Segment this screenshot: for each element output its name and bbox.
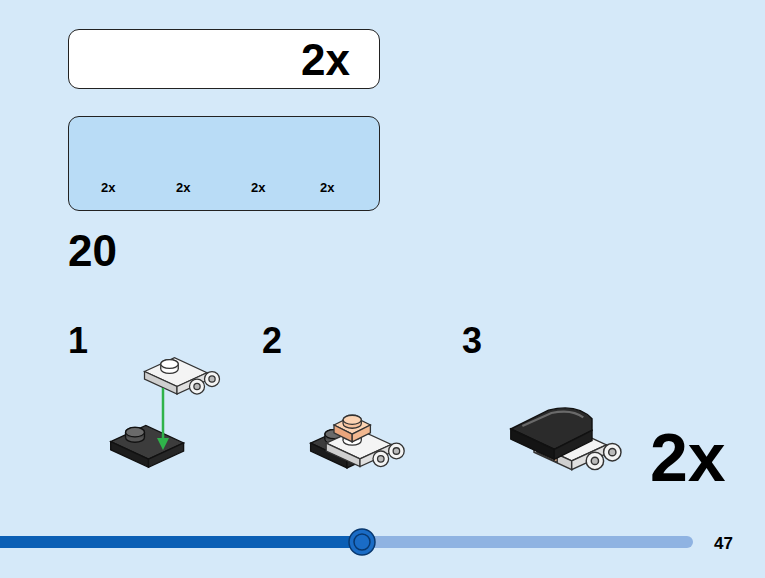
step3-assembly — [511, 408, 621, 470]
step1-dark-plate — [111, 425, 184, 467]
quantity-text: 2x — [101, 181, 115, 194]
substep-number: 1 — [68, 323, 88, 359]
substep-number: 3 — [462, 323, 482, 359]
quantity-text: 2x — [251, 181, 265, 194]
parts-list-box: 2x 2x 2x 2x — [68, 116, 380, 211]
quantity-text: 2x — [176, 181, 190, 194]
substep-number: 2 — [262, 323, 282, 359]
step-number: 20 — [68, 229, 117, 273]
page-number: 47 — [714, 535, 733, 552]
step2-assembly — [311, 415, 405, 468]
quantity-text: 2x — [320, 181, 334, 194]
quantity-callout: 2x — [650, 423, 726, 491]
parts-needed-box: 2x — [68, 29, 380, 89]
quantity-text: 2x — [301, 38, 350, 82]
step1-white-clip — [145, 358, 220, 394]
progress-bar — [0, 529, 693, 555]
step1-arrow — [157, 388, 169, 450]
